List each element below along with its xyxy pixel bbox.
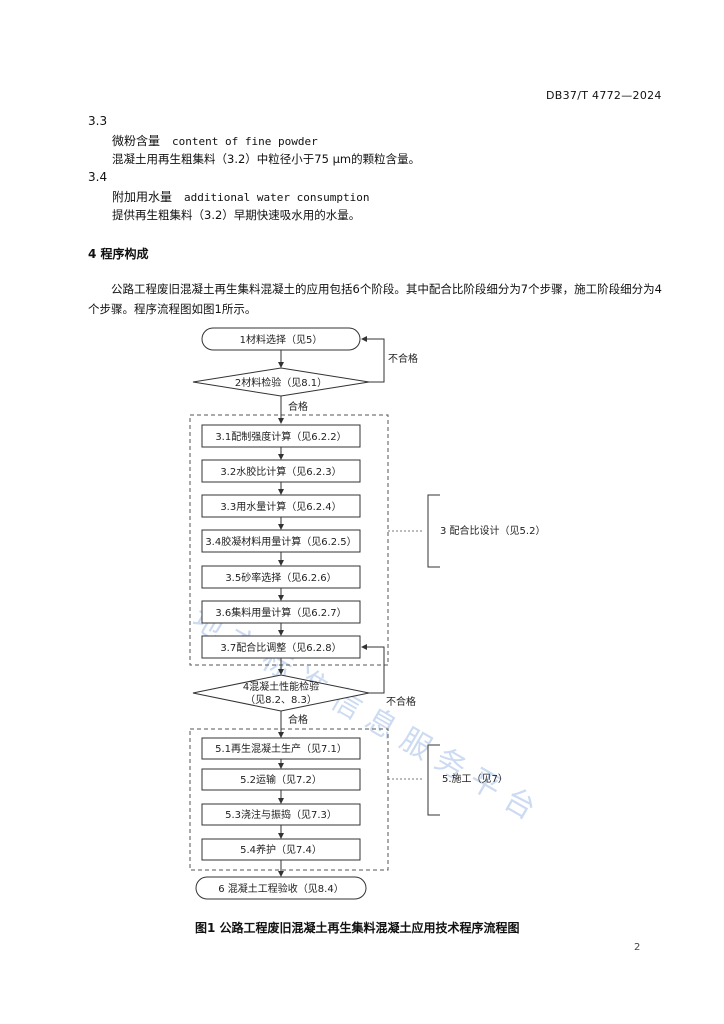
node-3-7-label: 3.7配合比调整（见6.2.8） bbox=[220, 641, 341, 654]
node-3-4-label: 3.4胶凝材料用量计算（见6.2.5） bbox=[205, 535, 356, 548]
term-en: content of fine powder bbox=[172, 135, 318, 148]
pass-label-1: 合格 bbox=[288, 400, 308, 413]
term-title: 微粉含量 content of fine powder bbox=[112, 132, 318, 149]
node-1-label: 1材料选择（见5） bbox=[240, 333, 323, 346]
node-3-3-label: 3.3用水量计算（见6.2.4） bbox=[220, 500, 341, 513]
node-3-2-label: 3.2水胶比计算（见6.2.3） bbox=[220, 465, 341, 478]
term-number: 3.3 bbox=[88, 114, 108, 128]
group-label-construction: 5.施工（见7） bbox=[442, 772, 508, 785]
node-5-1-label: 5.1再生混凝土生产（见7.1） bbox=[215, 742, 347, 755]
figure-caption: 图1 公路工程废旧混凝土再生集料混凝土应用技术程序流程图 bbox=[195, 921, 520, 935]
node-6-label: 6 混凝土工程验收（见8.4） bbox=[218, 882, 343, 895]
term-definition: 混凝土用再生粗集料（3.2）中粒径小于75 μm的颗粒含量。 bbox=[112, 152, 421, 166]
group-box-construction bbox=[189, 728, 389, 871]
node-5-4-label: 5.4养护（见7.4） bbox=[240, 843, 322, 856]
term-number: 3.4 bbox=[88, 170, 108, 184]
node-5-3-label: 5.3浇注与振捣（见7.3） bbox=[225, 808, 337, 821]
fail-label-1: 不合格 bbox=[388, 352, 418, 365]
section-heading: 4 程序构成 bbox=[88, 247, 149, 261]
pass-label-2: 合格 bbox=[288, 713, 308, 726]
standard-number: DB37/T 4772—2024 bbox=[546, 89, 662, 102]
group-label-mix-design: 3 配合比设计（见5.2） bbox=[440, 524, 545, 537]
node-5-2-label: 5.2运输（见7.2） bbox=[240, 773, 322, 786]
node-3-1-label: 3.1配制强度计算（见6.2.2） bbox=[215, 430, 346, 443]
node-4-label: 4混凝土性能检验 bbox=[243, 680, 319, 693]
node-2-label: 2材料检验（见8.1） bbox=[235, 376, 327, 389]
section-paragraph: 公路工程废旧混凝土再生集料混凝土的应用包括6个阶段。其中配合比阶段细分为7个步骤… bbox=[88, 282, 662, 316]
term-definition: 提供再生粗集料（3.2）早期快速吸水用的水量。 bbox=[112, 208, 361, 222]
term-en: additional water consumption bbox=[184, 191, 370, 204]
node-3-6-label: 3.6集料用量计算（见6.2.7） bbox=[215, 606, 346, 619]
group-box-mix-design bbox=[189, 414, 389, 666]
fail-label-2: 不合格 bbox=[386, 695, 416, 708]
term-zh: 微粉含量 bbox=[112, 134, 161, 148]
node-6 bbox=[195, 876, 367, 900]
node-3-5-label: 3.5砂率选择（见6.2.6） bbox=[225, 571, 336, 584]
page-number: 2 bbox=[634, 942, 641, 953]
term-title: 附加用水量 additional water consumption bbox=[112, 188, 369, 205]
node-4-sublabel: （见8.2、8.3） bbox=[245, 694, 317, 706]
term-zh: 附加用水量 bbox=[112, 190, 173, 204]
